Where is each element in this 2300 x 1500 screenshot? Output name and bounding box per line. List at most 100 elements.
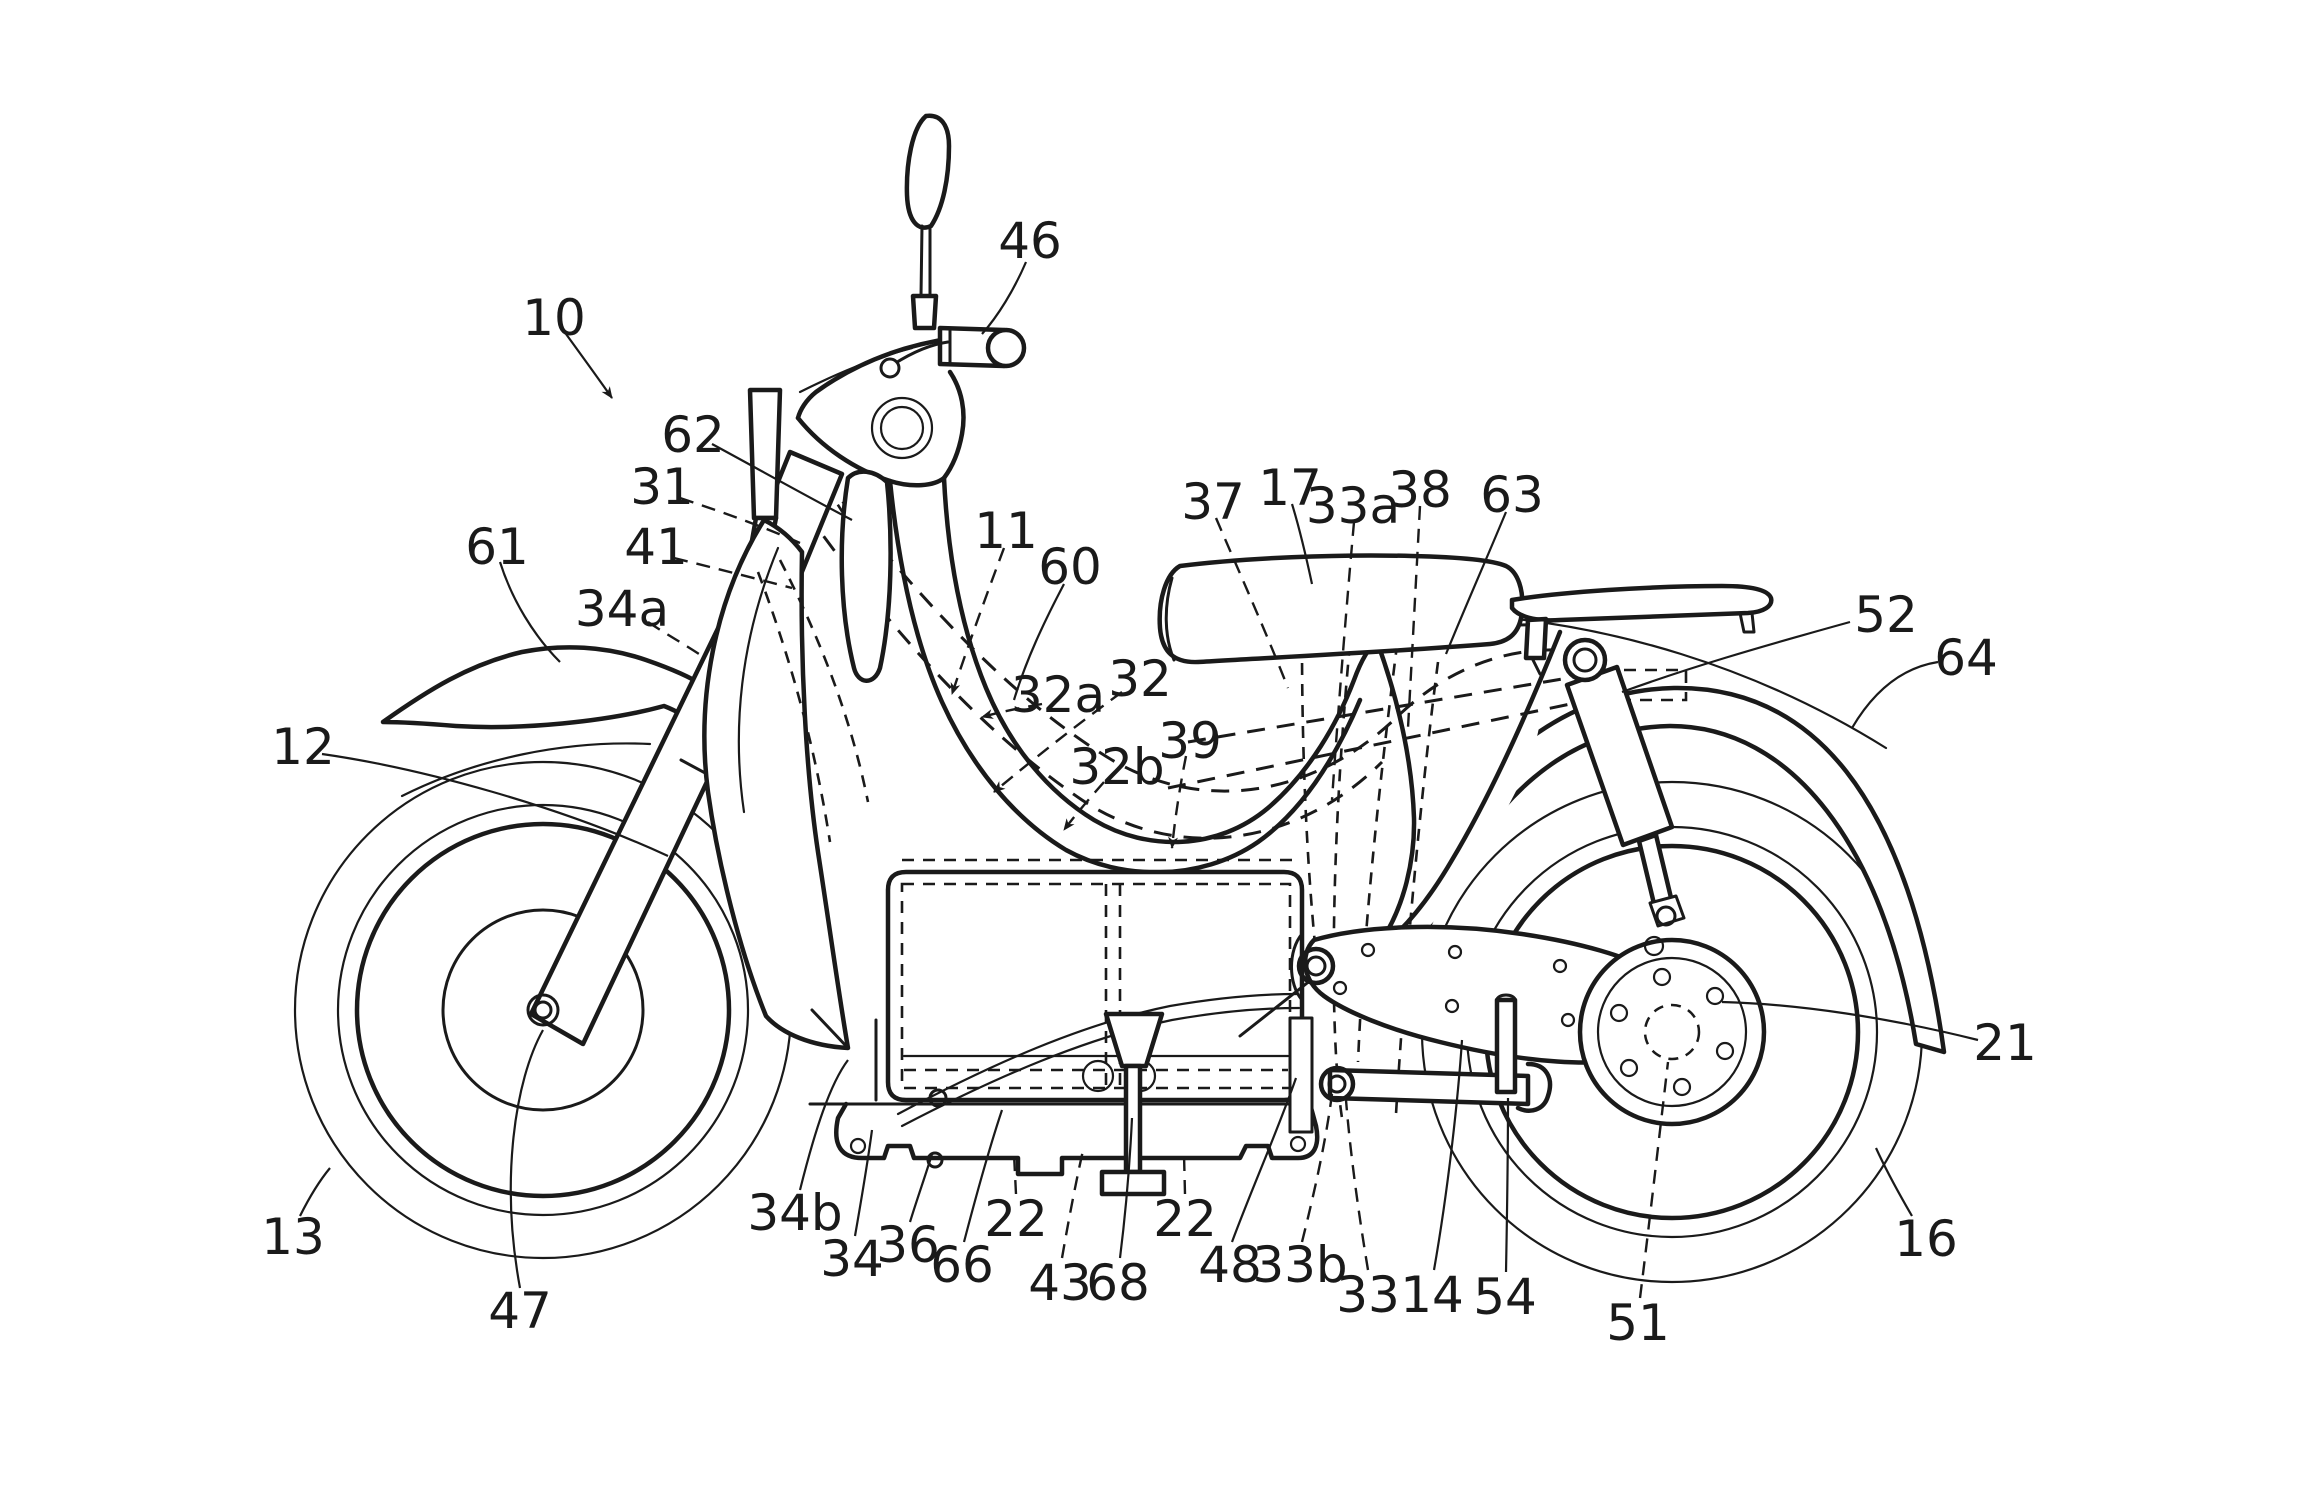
ref-label-22-28: 22 (984, 1190, 1048, 1248)
seat-front-line (1164, 576, 1176, 662)
tray-bolt (928, 1088, 948, 1108)
leader-32b-18 (1063, 781, 1105, 831)
ref-label-38-12: 38 (1388, 461, 1452, 519)
leader-43-29 (1060, 1145, 1086, 1259)
inner-cover (839, 469, 893, 683)
torque-rod-hook (1515, 1061, 1553, 1113)
leader-36-26 (908, 1153, 934, 1223)
torque-rod-bolt (1318, 1065, 1356, 1103)
motor-cover-ring (1596, 956, 1748, 1108)
ref-label-31-3: 31 (630, 458, 694, 516)
ref-label-21-21: 21 (1973, 1014, 2037, 1072)
leader-34b-24 (798, 1059, 849, 1191)
front-cover-plate (747, 387, 783, 521)
motor-bracket-bolt (1643, 935, 1665, 957)
shock-lower-bracket (1648, 894, 1686, 928)
carrier-leg (1523, 616, 1549, 661)
front-wheel (293, 760, 793, 1260)
motor-cover (1577, 937, 1767, 1127)
center-jack-knob (1103, 1011, 1165, 1069)
leader-51-37 (1638, 1061, 1670, 1299)
leader-66-27 (962, 1109, 1004, 1243)
leader-39-19 (1168, 755, 1188, 849)
ref-label-37-9: 37 (1181, 473, 1245, 531)
motor-bolt (1619, 1058, 1639, 1078)
ref-label-17-10: 17 (1258, 459, 1322, 517)
brake-lever-ball (879, 357, 901, 379)
ref-label-64-15: 64 (1934, 629, 1998, 687)
carrier-tab (1738, 611, 1756, 634)
leader-61-6 (498, 561, 561, 663)
ref-label-48-32: 48 (1198, 1236, 1262, 1294)
ref-label-61-6: 61 (465, 518, 529, 576)
ref-label-34a-5: 34a (575, 580, 669, 638)
hidden-main-tube (822, 477, 1563, 793)
handlebar-cover-top (795, 335, 957, 421)
hub-motor (1577, 935, 1767, 1127)
leader-63-13 (1444, 511, 1508, 655)
torque-rod-bolt-center (1327, 1074, 1347, 1094)
leader-34-25 (853, 1129, 874, 1237)
ref-label-62-2: 62 (661, 406, 725, 464)
leader-37-9 (1214, 517, 1290, 689)
motor-axle-hidden (1643, 1003, 1701, 1061)
ref-label-36-26: 36 (876, 1216, 940, 1274)
leg-shield-tip (810, 1008, 850, 1050)
swing-arm-pivot-bolt (1305, 955, 1327, 977)
front-axle-nut (533, 1000, 553, 1020)
leader-33-34 (1344, 1099, 1370, 1271)
rear-brackets (1238, 932, 1318, 1134)
leader-33b-33 (1300, 1093, 1334, 1243)
arm-hole (1447, 944, 1463, 960)
ref-label-51-37: 51 (1606, 1294, 1670, 1352)
leader-68-30 (1118, 1117, 1134, 1259)
hidden-rail (1187, 674, 1581, 744)
shock-lower-bolt (1655, 905, 1677, 927)
leader-22-31 (1182, 1153, 1187, 1195)
ref-label-22-31: 22 (1153, 1190, 1217, 1248)
ref-label-46-1: 46 (998, 212, 1062, 270)
motor-bolt (1652, 967, 1672, 987)
arm-hole (1552, 958, 1568, 974)
battery-mount (1081, 1059, 1115, 1093)
hidden-rail (1167, 700, 1581, 790)
tray-foot (1289, 1135, 1307, 1153)
leader-14-35 (1432, 1039, 1464, 1271)
ref-label-16-38: 16 (1894, 1210, 1958, 1268)
leader-22-28 (1012, 1153, 1018, 1195)
ref-label-33a-11: 33a (1306, 477, 1400, 535)
leader-54-36 (1504, 1097, 1510, 1273)
battery-box (885, 858, 1305, 1128)
motor-bolt (1705, 986, 1725, 1006)
ref-label-10-0: 10 (522, 289, 586, 347)
arm-hole (1332, 980, 1348, 996)
leader-12-20 (321, 752, 669, 857)
handlebar-cover-rear (941, 369, 966, 481)
ref-label-43-29: 43 (1028, 1254, 1092, 1312)
front-rim (354, 821, 732, 1199)
ref-label-34b-24: 34b (747, 1184, 842, 1242)
center-jack-foot (1099, 1169, 1167, 1197)
ref-label-60-8: 60 (1038, 538, 1102, 596)
leader-21-21 (1721, 1000, 1979, 1042)
shock-top-eye (1562, 637, 1608, 683)
leader-34a-5 (647, 621, 703, 657)
leader-16-38 (1874, 1147, 1913, 1217)
ref-label-32a-16: 32a (1011, 666, 1105, 724)
step-pin (1494, 993, 1518, 1095)
shock-top-eye-hole (1572, 647, 1598, 673)
hidden-bracket-box (1582, 668, 1688, 702)
rear-shock-absorber (1562, 637, 1686, 928)
leader-33a-11 (1330, 521, 1356, 801)
leg-shield-inner-line (737, 546, 780, 814)
leader-47-23 (509, 1029, 544, 1289)
ref-label-32b-18: 32b (1069, 738, 1164, 796)
leader-32-17 (993, 691, 1123, 793)
mirror-base (910, 293, 939, 331)
pin-body (1494, 997, 1518, 1095)
handlebar-assembly (747, 113, 1027, 563)
ref-label-63-13: 63 (1480, 466, 1544, 524)
frame-backbone-rear-edge (941, 475, 1381, 845)
